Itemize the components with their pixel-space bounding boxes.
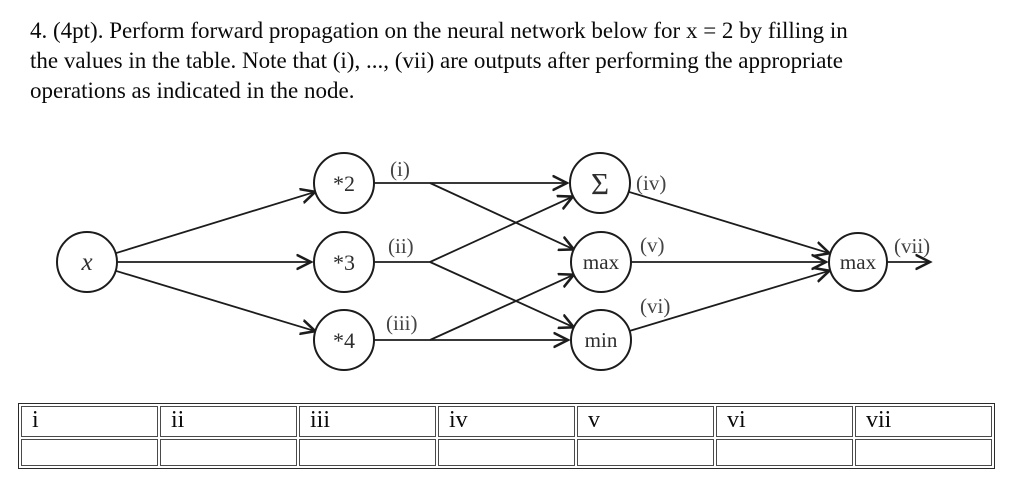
table-answer-iii — [299, 439, 436, 466]
node-label-max-mid: max — [583, 250, 620, 274]
node-label-x: x — [80, 249, 92, 276]
table-answer-iv — [438, 439, 575, 466]
edges — [115, 182, 930, 341]
node-label-times-4: *4 — [333, 328, 355, 353]
table-header-v: v — [577, 406, 714, 437]
question-line-3: operations as indicated in the node. — [30, 78, 355, 103]
question-line-2: the values in the table. Note that (i), … — [30, 48, 844, 73]
node-input-x: x — [56, 231, 118, 293]
node-circle — [828, 232, 888, 292]
node-label-times-3: *3 — [333, 250, 355, 275]
edge-times2-to-max — [429, 182, 574, 249]
node-circle — [313, 309, 375, 371]
table-answer-i — [21, 439, 158, 466]
node-max-mid: max — [570, 231, 632, 293]
table-header-ii: ii — [160, 406, 297, 437]
node-label-times-2: *2 — [333, 171, 355, 196]
edge-label-vii: (vii) — [894, 234, 930, 258]
question-text: 4. (4pt). Perform forward propagation on… — [30, 16, 1010, 106]
node-label-max-out: max — [840, 250, 877, 274]
table-header-row: i ii iii iv v vi vii — [21, 406, 992, 437]
table-header-vi: vi — [716, 406, 853, 437]
edge-x-to-times4 — [115, 269, 316, 331]
node-circle — [570, 309, 632, 371]
table-header-vii: vii — [855, 406, 992, 437]
answer-table: i ii iii iv v vi vii — [18, 403, 995, 469]
edge-x-to-times2 — [115, 192, 316, 255]
table-answer-row — [21, 439, 992, 466]
node-times-3: *3 — [313, 231, 375, 293]
question-line-1: 4. (4pt). Perform forward propagation on… — [30, 18, 848, 43]
table-header-iv: iv — [438, 406, 575, 437]
node-times-4: *4 — [313, 309, 375, 371]
table-header-iii: iii — [299, 406, 436, 437]
table-answer-vii — [855, 439, 992, 466]
table-answer-v — [577, 439, 714, 466]
edge-times3-to-min — [429, 261, 574, 327]
node-times-2: *2 — [313, 152, 375, 214]
neural-network-diagram: x *2 *3 *4 Σ max min max — [56, 152, 1024, 371]
node-circle — [313, 152, 375, 214]
edge-label-vi: (vi) — [640, 294, 670, 318]
edge-label-iii: (iii) — [386, 311, 418, 335]
edge-times3-to-sum — [429, 197, 573, 263]
table-answer-ii — [160, 439, 297, 466]
table-header-i: i — [21, 406, 158, 437]
node-min-mid: min — [570, 309, 632, 371]
node-circle — [570, 231, 632, 293]
node-circle — [569, 152, 631, 214]
edge-label-iv: (iv) — [636, 171, 666, 195]
table-answer-vi — [716, 439, 853, 466]
edge-sum-to-maxout — [628, 190, 830, 254]
edge-label-v: (v) — [640, 233, 665, 257]
node-label-min-mid: min — [585, 328, 618, 352]
edge-label-ii: (ii) — [388, 234, 414, 258]
edge-min-to-maxout — [628, 271, 830, 333]
node-sum: Σ — [569, 152, 631, 214]
edge-labels: (i) (ii) (iii) (iv) (v) (vi) (vii) — [386, 157, 930, 335]
edge-label-i: (i) — [390, 157, 410, 181]
node-circle — [313, 231, 375, 293]
sigma-symbol: Σ — [591, 166, 609, 201]
node-circle — [56, 231, 118, 293]
edge-times4-to-max — [429, 275, 574, 341]
node-max-out: max — [828, 232, 888, 292]
